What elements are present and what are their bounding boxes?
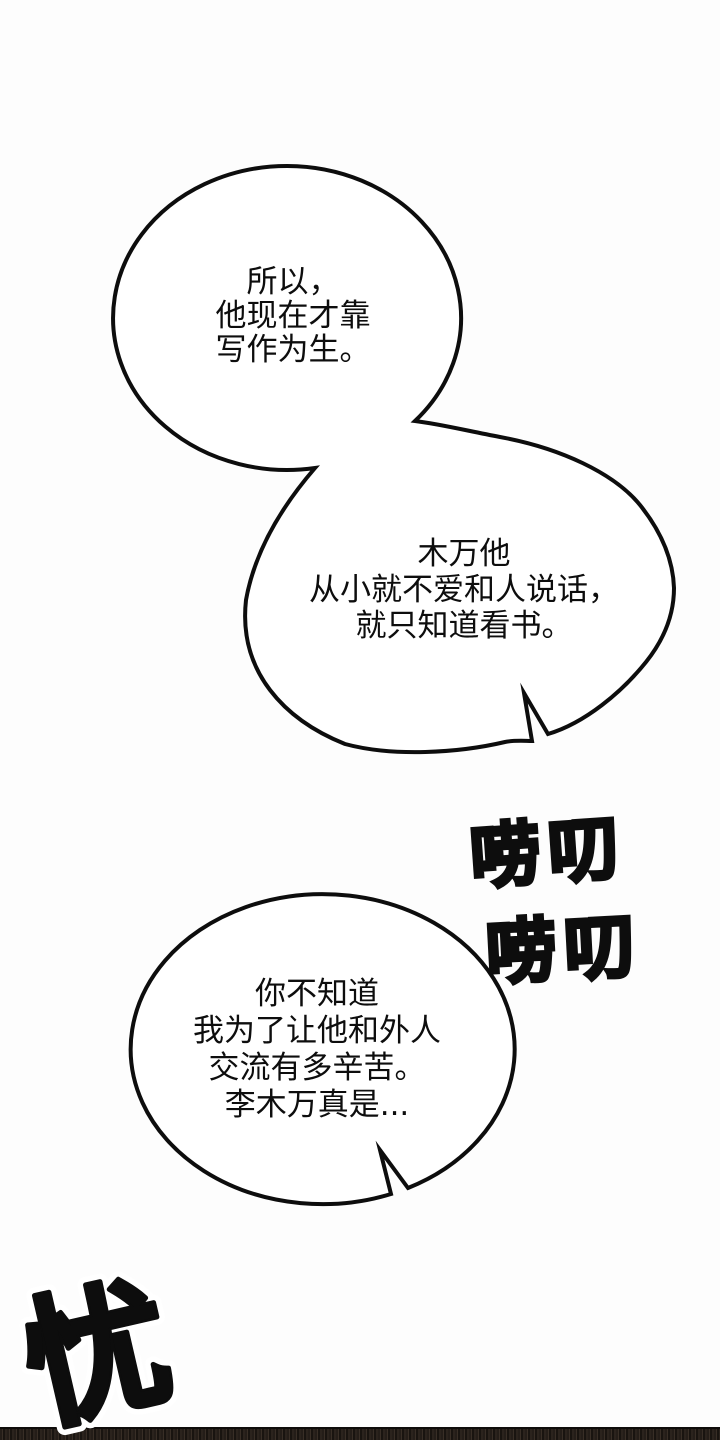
bubble-1-text: 所以， 他现在才靠 写作为生。 bbox=[143, 265, 443, 367]
bubble-text-line: 我为了让他和外人 bbox=[193, 1013, 441, 1049]
bubble-text-line: 写作为生。 bbox=[215, 332, 371, 368]
speech-bubble-3-outline bbox=[128, 892, 517, 1207]
bubble-text-line: 交流有多辛苦。 bbox=[208, 1050, 426, 1086]
sfx-nagging-line-1: 唠叨 bbox=[466, 805, 631, 902]
bubble-text-line: 木万他 bbox=[417, 536, 511, 572]
bubble-text-line: 从小就不爱和人说话， bbox=[309, 572, 619, 608]
bubble-text-line: 你不知道 bbox=[255, 976, 379, 1012]
bubble-text-line: 所以， bbox=[246, 264, 340, 300]
speech-bubble-1-2-outline bbox=[111, 164, 677, 755]
bubble-text-line: 他现在才靠 bbox=[215, 298, 371, 334]
bubble-text-line: 李木万真是... bbox=[224, 1087, 410, 1123]
bubble-text-line: 就只知道看书。 bbox=[355, 608, 573, 644]
bubble-2-text: 木万他 从小就不爱和人说话， 就只知道看书。 bbox=[294, 536, 634, 644]
panel-divider-strip bbox=[0, 1427, 720, 1440]
bubble-3-text: 你不知道 我为了让他和外人 交流有多辛苦。 李木万真是... bbox=[157, 976, 477, 1124]
sfx-nagging-line-2: 唠叨 bbox=[482, 903, 646, 997]
